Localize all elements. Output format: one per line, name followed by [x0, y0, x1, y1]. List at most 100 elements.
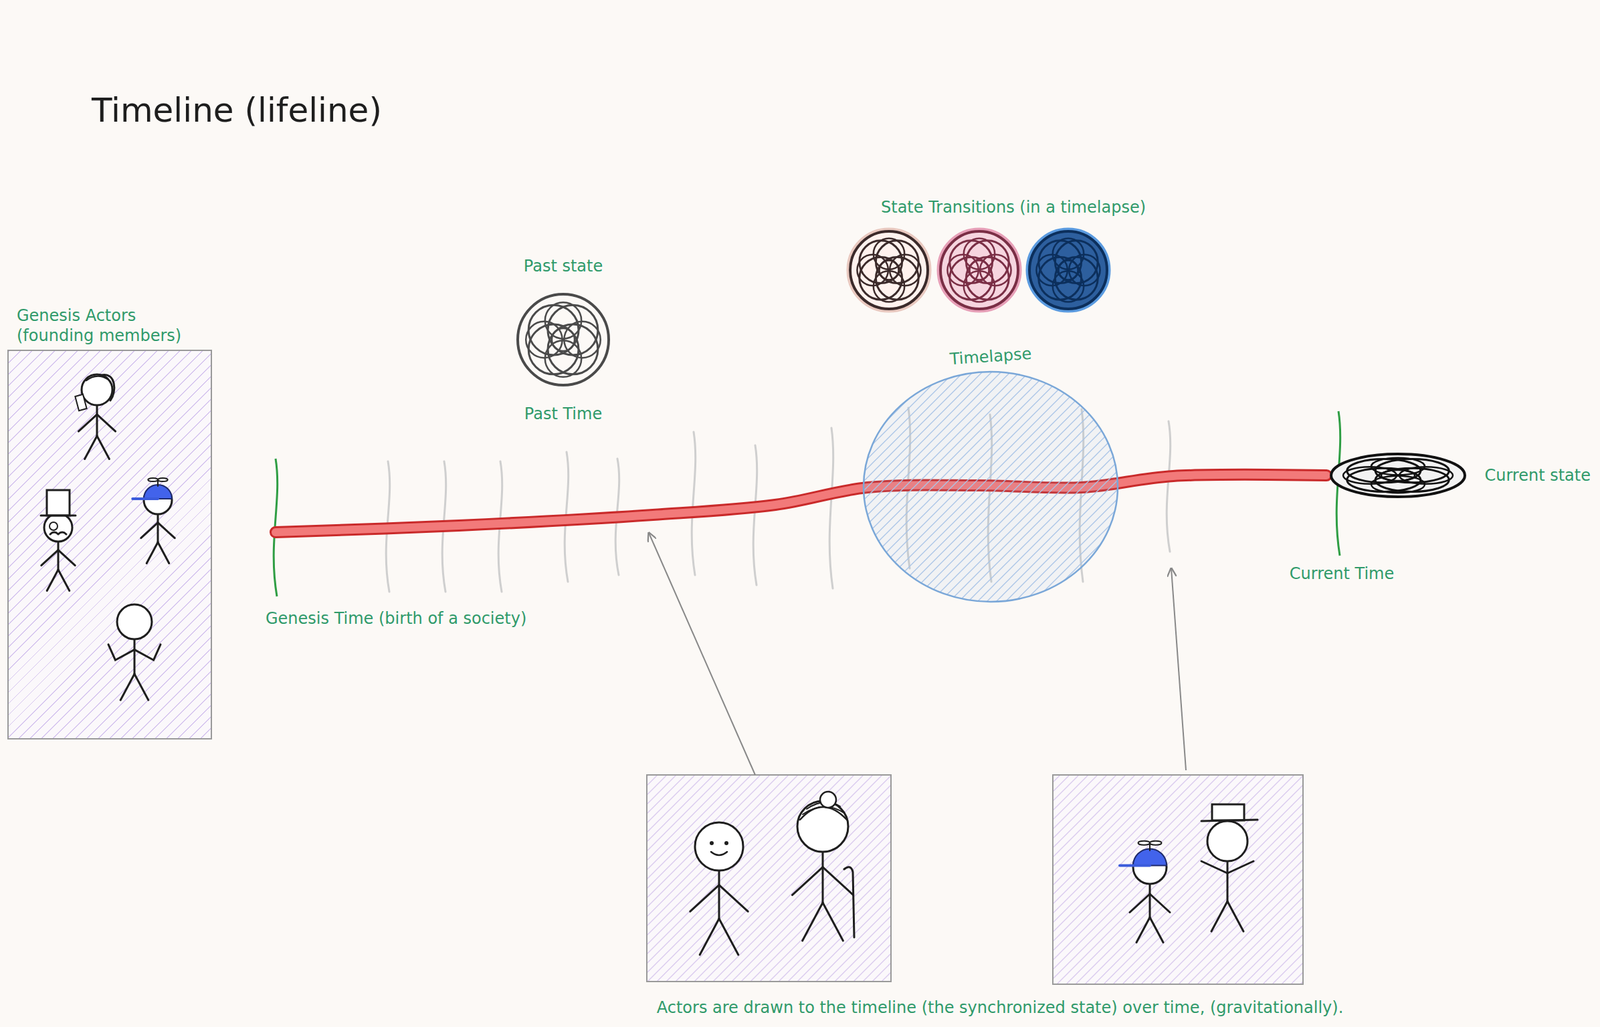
figure-arm [134, 644, 161, 661]
state-loop [873, 238, 905, 269]
state-loop [528, 324, 579, 375]
propeller-cap [143, 484, 172, 499]
state-loop [545, 302, 582, 339]
time-tick [1166, 421, 1171, 552]
propeller-blade [1138, 841, 1151, 846]
state-symbol [938, 229, 1021, 312]
state-loop [856, 254, 888, 286]
figure-head [81, 374, 113, 406]
figure-head [797, 801, 849, 853]
figure-arm [690, 885, 720, 913]
state-loop [889, 254, 921, 286]
state-halo [848, 229, 930, 312]
caption: Actors are drawn to the timeline (the sy… [656, 997, 1344, 1019]
figure-leg [1136, 917, 1150, 944]
diagram-title: Timeline (lifeline) [91, 89, 382, 132]
figure-head [1207, 821, 1248, 862]
state-ring [517, 294, 609, 386]
figure-leg [120, 674, 135, 701]
monocle [49, 522, 58, 531]
state-loop [947, 254, 978, 286]
time-tick [753, 445, 758, 586]
stick-figure [108, 604, 161, 701]
stick-figure [791, 791, 855, 942]
figure-hair [86, 375, 108, 381]
propeller-blade [157, 478, 168, 482]
figure-head [117, 604, 152, 640]
time-tick [829, 428, 834, 589]
figure-leg [96, 436, 110, 460]
state-loop [1399, 466, 1453, 485]
stick-figure [1119, 841, 1170, 944]
state-ring [1029, 231, 1108, 310]
state-loop [525, 321, 562, 358]
annotation-label: Past state [523, 256, 603, 277]
annotation-label: State Transitions (in a timelapse) [880, 197, 1146, 218]
figure-arm [719, 885, 748, 913]
figure-arm [108, 644, 135, 661]
propeller-cap [1133, 849, 1167, 867]
annotation-label: Genesis Time (birth of a society) [265, 608, 527, 629]
figure-leg [58, 569, 70, 592]
state-loop [1371, 458, 1425, 476]
stick-figure [132, 478, 175, 564]
state-loop [1052, 270, 1084, 302]
hat-brim [1201, 820, 1258, 822]
state-loop [547, 305, 598, 356]
node-heading: Genesis Actors (founding members) [16, 305, 211, 346]
annotation-label: Current state [1484, 465, 1591, 486]
figure-arm [1149, 894, 1170, 914]
figure-leg [822, 903, 843, 942]
state-loop [963, 270, 995, 302]
top-hat [46, 490, 70, 516]
state-loop [873, 270, 905, 302]
state-core [1381, 470, 1415, 481]
state-halo [1027, 229, 1110, 312]
hair-bun [820, 791, 837, 809]
figure-head [694, 822, 744, 871]
figure-body [57, 541, 60, 570]
figure-leg [719, 919, 739, 956]
timelapse-outline [862, 370, 1120, 604]
leader-arrow [648, 533, 756, 776]
state-loop [1052, 238, 1084, 269]
figure-body [1149, 884, 1152, 918]
figure-arm [96, 414, 116, 432]
stick-figure [40, 490, 76, 592]
state-loop [563, 321, 600, 358]
state-loop [875, 240, 919, 284]
figure-body [96, 405, 99, 437]
state-core [969, 260, 990, 281]
timelapse-fill [863, 371, 1118, 603]
stick-figure [74, 374, 116, 460]
annotation-label: Past Time [524, 404, 603, 425]
figure-body [157, 514, 160, 543]
state-loop [528, 305, 579, 356]
figure-leg [84, 436, 97, 460]
state-symbol [1027, 229, 1110, 312]
figure-body [1226, 861, 1229, 902]
figure-eye [709, 841, 714, 846]
state-loop [1054, 240, 1098, 284]
figure-leg [802, 903, 823, 942]
propeller-blade [1149, 841, 1162, 846]
figure-leg [1149, 917, 1164, 944]
figure-arm [791, 867, 823, 896]
figure-eye [724, 841, 729, 846]
figure-head [44, 513, 73, 542]
figure-leg [699, 919, 720, 956]
mustache [50, 532, 67, 535]
timelapse-hatch [863, 371, 1118, 603]
figure-body [822, 852, 825, 904]
cap-brim [132, 497, 158, 501]
figure-leg [1211, 901, 1228, 932]
state-loop [963, 238, 995, 269]
stick-figure [1201, 804, 1258, 932]
phone [74, 394, 87, 411]
state-loop [1375, 459, 1449, 483]
stick-figure [690, 822, 748, 956]
state-ring [1331, 454, 1465, 497]
figure-leg [1227, 901, 1244, 932]
